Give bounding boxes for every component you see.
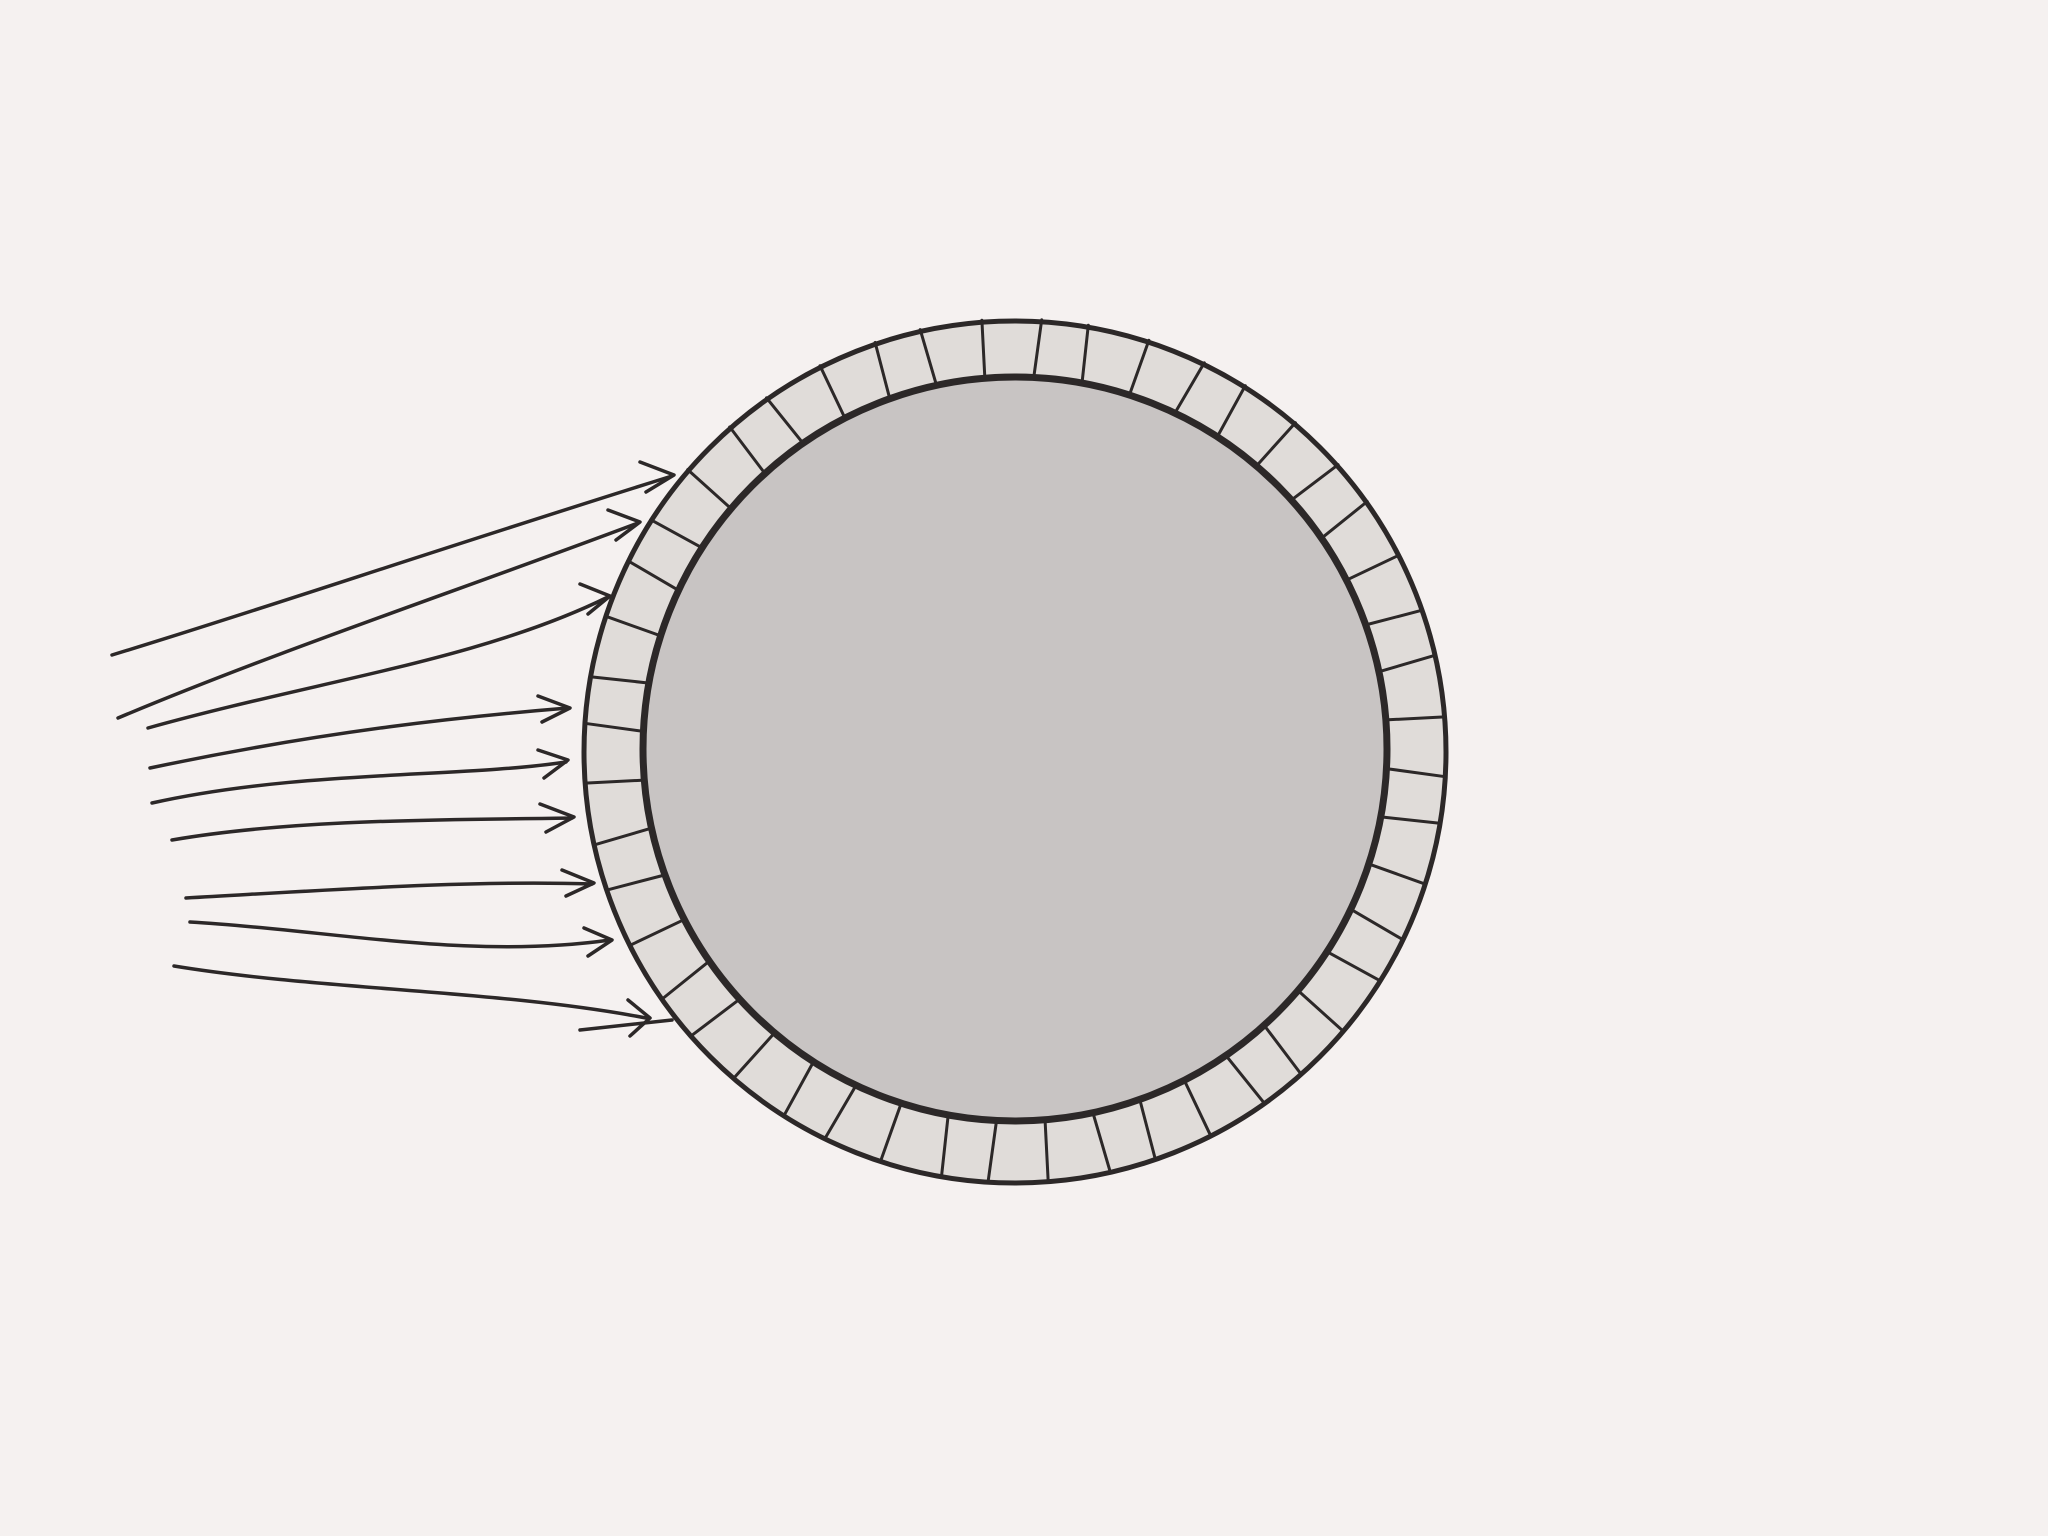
- shell-segment-divider: [765, 396, 806, 446]
- arrow: [148, 694, 572, 770]
- shell-segment-divider: [1172, 361, 1206, 416]
- shell-segment-divider: [629, 918, 686, 947]
- shell-segment-divider: [1385, 767, 1447, 779]
- shell-segment-divider: [588, 675, 651, 685]
- shell-segment-divider: [1254, 421, 1297, 469]
- shell-segment-divider: [1091, 1112, 1112, 1172]
- shell-segment-divider: [1289, 463, 1340, 502]
- arrow: [170, 802, 576, 842]
- arrow: [188, 920, 614, 958]
- shell-segment-divider: [1080, 323, 1090, 386]
- shell-segment-divider: [583, 721, 645, 733]
- sphere: [581, 318, 1449, 1186]
- shell-segment-divider: [824, 1084, 858, 1139]
- shell-segment-divider: [918, 328, 939, 388]
- shell-segment-divider: [1043, 1119, 1050, 1182]
- arrow: [116, 508, 642, 720]
- shell-segment-divider: [661, 959, 711, 1000]
- arrow: [184, 868, 596, 900]
- shell-segment-divider: [603, 614, 663, 638]
- arrow: [578, 1018, 674, 1032]
- shell-segment-divider: [583, 778, 646, 785]
- shell-segment-divider: [818, 364, 847, 421]
- shell-segment-divider: [1344, 553, 1401, 582]
- shell-segment-divider: [1379, 815, 1442, 825]
- shell-segment-divider: [1032, 318, 1044, 380]
- shell-segment-divider: [605, 873, 667, 892]
- incoming-arrows: [110, 460, 676, 1038]
- shell-segment-divider: [1224, 1054, 1265, 1104]
- shell-segment-divider: [879, 1102, 903, 1162]
- shell-segment-divider: [649, 518, 704, 550]
- shell-segment-divider: [1349, 907, 1404, 941]
- shell-segment-divider: [1384, 715, 1447, 722]
- shell-segment-divider: [1183, 1079, 1212, 1136]
- arrow: [110, 460, 676, 657]
- shell-segment-divider: [1127, 338, 1151, 398]
- shell-segment-divider: [986, 1120, 998, 1182]
- shell-segments: [583, 318, 1447, 1182]
- shell-segment-divider: [873, 340, 892, 402]
- shell-segment-divider: [783, 1061, 815, 1116]
- arrow: [146, 582, 612, 730]
- shell-segment-divider: [686, 468, 734, 511]
- shell-segment-divider: [690, 998, 741, 1037]
- shell-segment-divider: [1263, 1024, 1302, 1075]
- shell-segment-divider: [1377, 653, 1437, 674]
- shell-segment-divider: [728, 425, 767, 476]
- arrow: [150, 748, 570, 805]
- shell-segment-divider: [1215, 384, 1247, 439]
- shell-segment-divider: [980, 318, 987, 381]
- shell-segment-divider: [1363, 608, 1425, 627]
- shell-segment-divider: [593, 826, 653, 847]
- inner-core: [639, 373, 1391, 1125]
- shell-segment-divider: [940, 1114, 950, 1177]
- shell-segment-divider: [1367, 862, 1427, 886]
- shell-segment-divider: [733, 1031, 776, 1079]
- shell-segment-divider: [1138, 1098, 1157, 1160]
- shell-segment-divider: [1296, 989, 1344, 1032]
- shell-segment-divider: [1326, 950, 1381, 982]
- arrow: [172, 964, 652, 1038]
- shell-segment-divider: [626, 559, 681, 593]
- shell-segment-divider: [1319, 500, 1369, 541]
